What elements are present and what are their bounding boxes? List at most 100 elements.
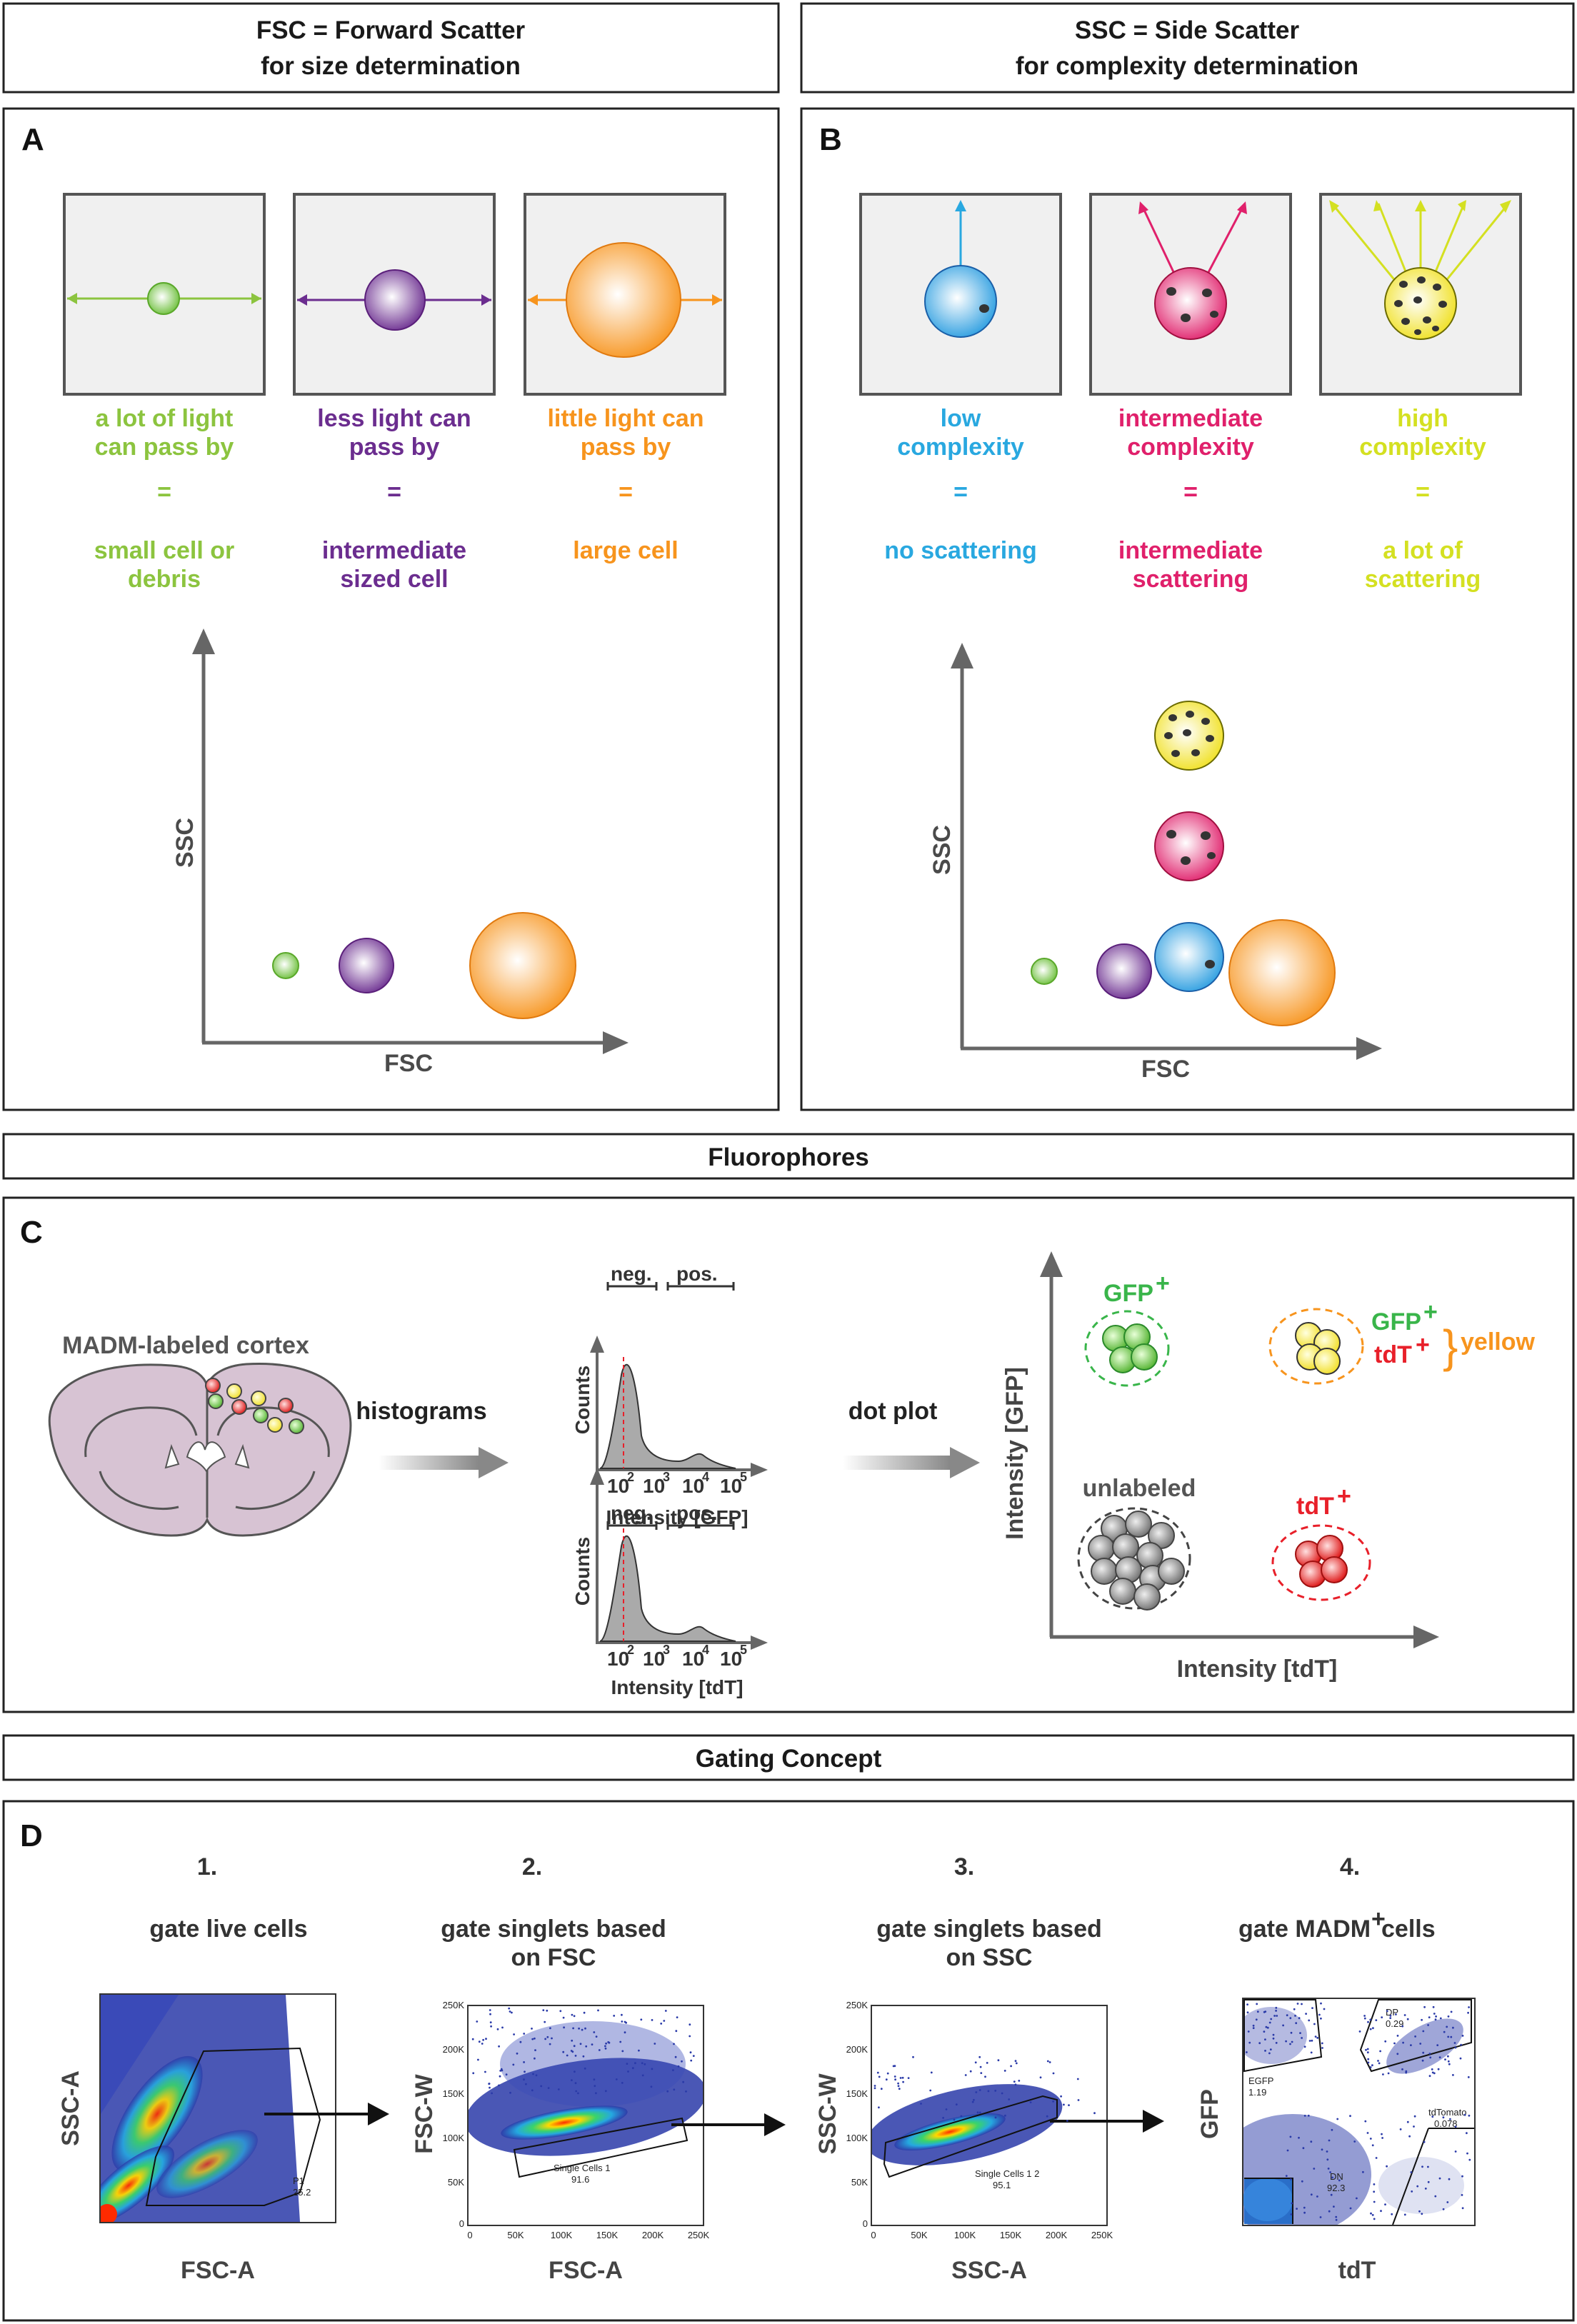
flow-event-dot — [1366, 2132, 1369, 2134]
svg-text:pos.: pos. — [676, 1502, 718, 1524]
flow-event-dot — [525, 2083, 527, 2085]
flow-event-dot — [1434, 2018, 1437, 2021]
flow-event-dot — [1408, 2135, 1411, 2138]
flow-event-dot — [663, 2020, 666, 2022]
flow-event-dot — [595, 2035, 598, 2038]
flow-event-dot — [1387, 2072, 1390, 2075]
flow-event-dot — [1305, 2013, 1307, 2015]
flow-event-dot — [1275, 2042, 1278, 2044]
flow-event-dot — [1431, 2115, 1434, 2118]
flow-event-dot — [1370, 2212, 1372, 2215]
svg-text:100K: 100K — [551, 2230, 573, 2240]
svg-text:100K: 100K — [443, 2133, 465, 2143]
flow-event-dot — [1369, 2028, 1372, 2030]
flow-event-dot — [1307, 2114, 1310, 2117]
flow-event-dot — [549, 2027, 551, 2030]
fsc-card-medium — [293, 193, 496, 396]
svg-text:92.3: 92.3 — [1327, 2183, 1345, 2193]
flow-event-dot — [1468, 2006, 1471, 2008]
flow-event-dot — [583, 2011, 586, 2014]
svg-text:complexity: complexity — [1127, 434, 1254, 461]
flow-event-dot — [969, 2070, 972, 2073]
flow-event-dot — [672, 2069, 674, 2072]
flow-event-dot — [1446, 2025, 1448, 2028]
flow-event-dot — [1454, 2125, 1457, 2128]
flow-event-dot — [579, 2043, 582, 2045]
flow-event-dot — [523, 2078, 525, 2081]
flow-event-dot — [1463, 2113, 1466, 2116]
flow-event-dot — [664, 2010, 667, 2012]
svg-text:SSC-A: SSC-A — [951, 2257, 1027, 2284]
flow-event-dot — [1003, 2070, 1006, 2072]
flow-event-dot — [1381, 2137, 1383, 2139]
flow-event-dot — [1329, 2171, 1331, 2173]
flow-event-dot — [1366, 2051, 1369, 2054]
arrow-to-dotplot — [843, 1447, 980, 1478]
flow-event-dot — [1285, 2040, 1287, 2043]
flow-event-dot — [1414, 2035, 1416, 2038]
flow-event-dot — [1015, 2062, 1018, 2065]
flow-event-dot — [1386, 2010, 1388, 2013]
gating-step-titles: 1. gate live cells 2. gate singlets base… — [149, 1853, 1435, 1971]
svg-text:SSC-W: SSC-W — [814, 2073, 841, 2154]
flow-event-dot — [1427, 2024, 1429, 2026]
flow-event-dot — [1320, 2017, 1322, 2020]
flow-event-dot — [531, 2038, 534, 2040]
flow-event-dot — [638, 2049, 640, 2052]
flow-event-dot — [1466, 2152, 1468, 2155]
flow-event-dot — [1413, 2115, 1416, 2118]
flow-event-dot — [574, 2070, 576, 2073]
svg-text:5: 5 — [740, 1643, 747, 1657]
svg-text:on SSC: on SSC — [946, 1944, 1033, 1971]
arrow-to-histograms — [379, 1447, 509, 1478]
flow-event-dot — [1266, 2026, 1269, 2029]
svg-text:+: + — [1371, 1905, 1386, 1933]
flow-event-dot — [577, 2092, 579, 2095]
fluorophores-title: Fluorophores — [708, 1143, 869, 1171]
svg-text:complexity: complexity — [1359, 434, 1486, 461]
flow-event-dot — [682, 2080, 684, 2083]
flow-event-dot — [1298, 2136, 1300, 2139]
svg-text:150K: 150K — [443, 2088, 465, 2099]
flow-event-dot — [489, 2009, 491, 2011]
flow-event-dot — [1367, 2020, 1369, 2023]
flow-event-dot — [534, 2037, 536, 2040]
flow-event-dot — [1313, 2023, 1316, 2025]
svg-text:95.1: 95.1 — [993, 2180, 1011, 2190]
flow-event-dot — [562, 2016, 565, 2019]
flow-event-dot — [1303, 2045, 1306, 2048]
svg-text:unlabeled: unlabeled — [1083, 1475, 1196, 1502]
flow-event-dot — [1467, 2076, 1470, 2078]
flow-event-dot — [953, 2118, 956, 2121]
flow-event-dot — [1330, 2193, 1333, 2196]
flow-event-dot — [892, 2065, 895, 2068]
flow-event-dot — [581, 2028, 584, 2031]
flow-event-dot — [508, 2007, 511, 2010]
svg-text:intermediate: intermediate — [1118, 537, 1263, 564]
flow-event-dot — [1310, 2193, 1313, 2196]
flow-event-dot — [1052, 2072, 1055, 2075]
flow-event-dot — [942, 2117, 944, 2119]
flow-event-dot — [885, 2078, 888, 2081]
flow-event-dot — [650, 2085, 653, 2088]
svg-text:no scattering: no scattering — [884, 537, 1036, 564]
svg-text:25.2: 25.2 — [293, 2187, 311, 2198]
flow-event-dot — [1270, 2018, 1273, 2020]
svg-text:100K: 100K — [846, 2133, 868, 2143]
flow-event-dot — [1290, 2213, 1293, 2215]
flow-event-dot — [1299, 2032, 1301, 2035]
flow-event-dot — [1252, 2024, 1255, 2027]
flow-event-dot — [1401, 2025, 1404, 2028]
flow-event-dot — [477, 2058, 479, 2061]
flow-event-dot — [1302, 2147, 1305, 2150]
svg-text:Intensity [GFP]: Intensity [GFP] — [1001, 1367, 1028, 1540]
flow-event-dot — [1434, 2195, 1437, 2198]
flow-event-dot — [1001, 2092, 1003, 2095]
flow-event-dot — [551, 2037, 553, 2040]
fsc-header-line2: for size determination — [261, 52, 521, 80]
flow-event-dot — [994, 2116, 997, 2119]
flow-event-dot — [1048, 2061, 1051, 2063]
flow-event-dot — [512, 2063, 515, 2066]
panel-a: A a lot of light can pass by = small cel… — [2, 107, 780, 1111]
svg-text:0: 0 — [863, 2218, 868, 2229]
